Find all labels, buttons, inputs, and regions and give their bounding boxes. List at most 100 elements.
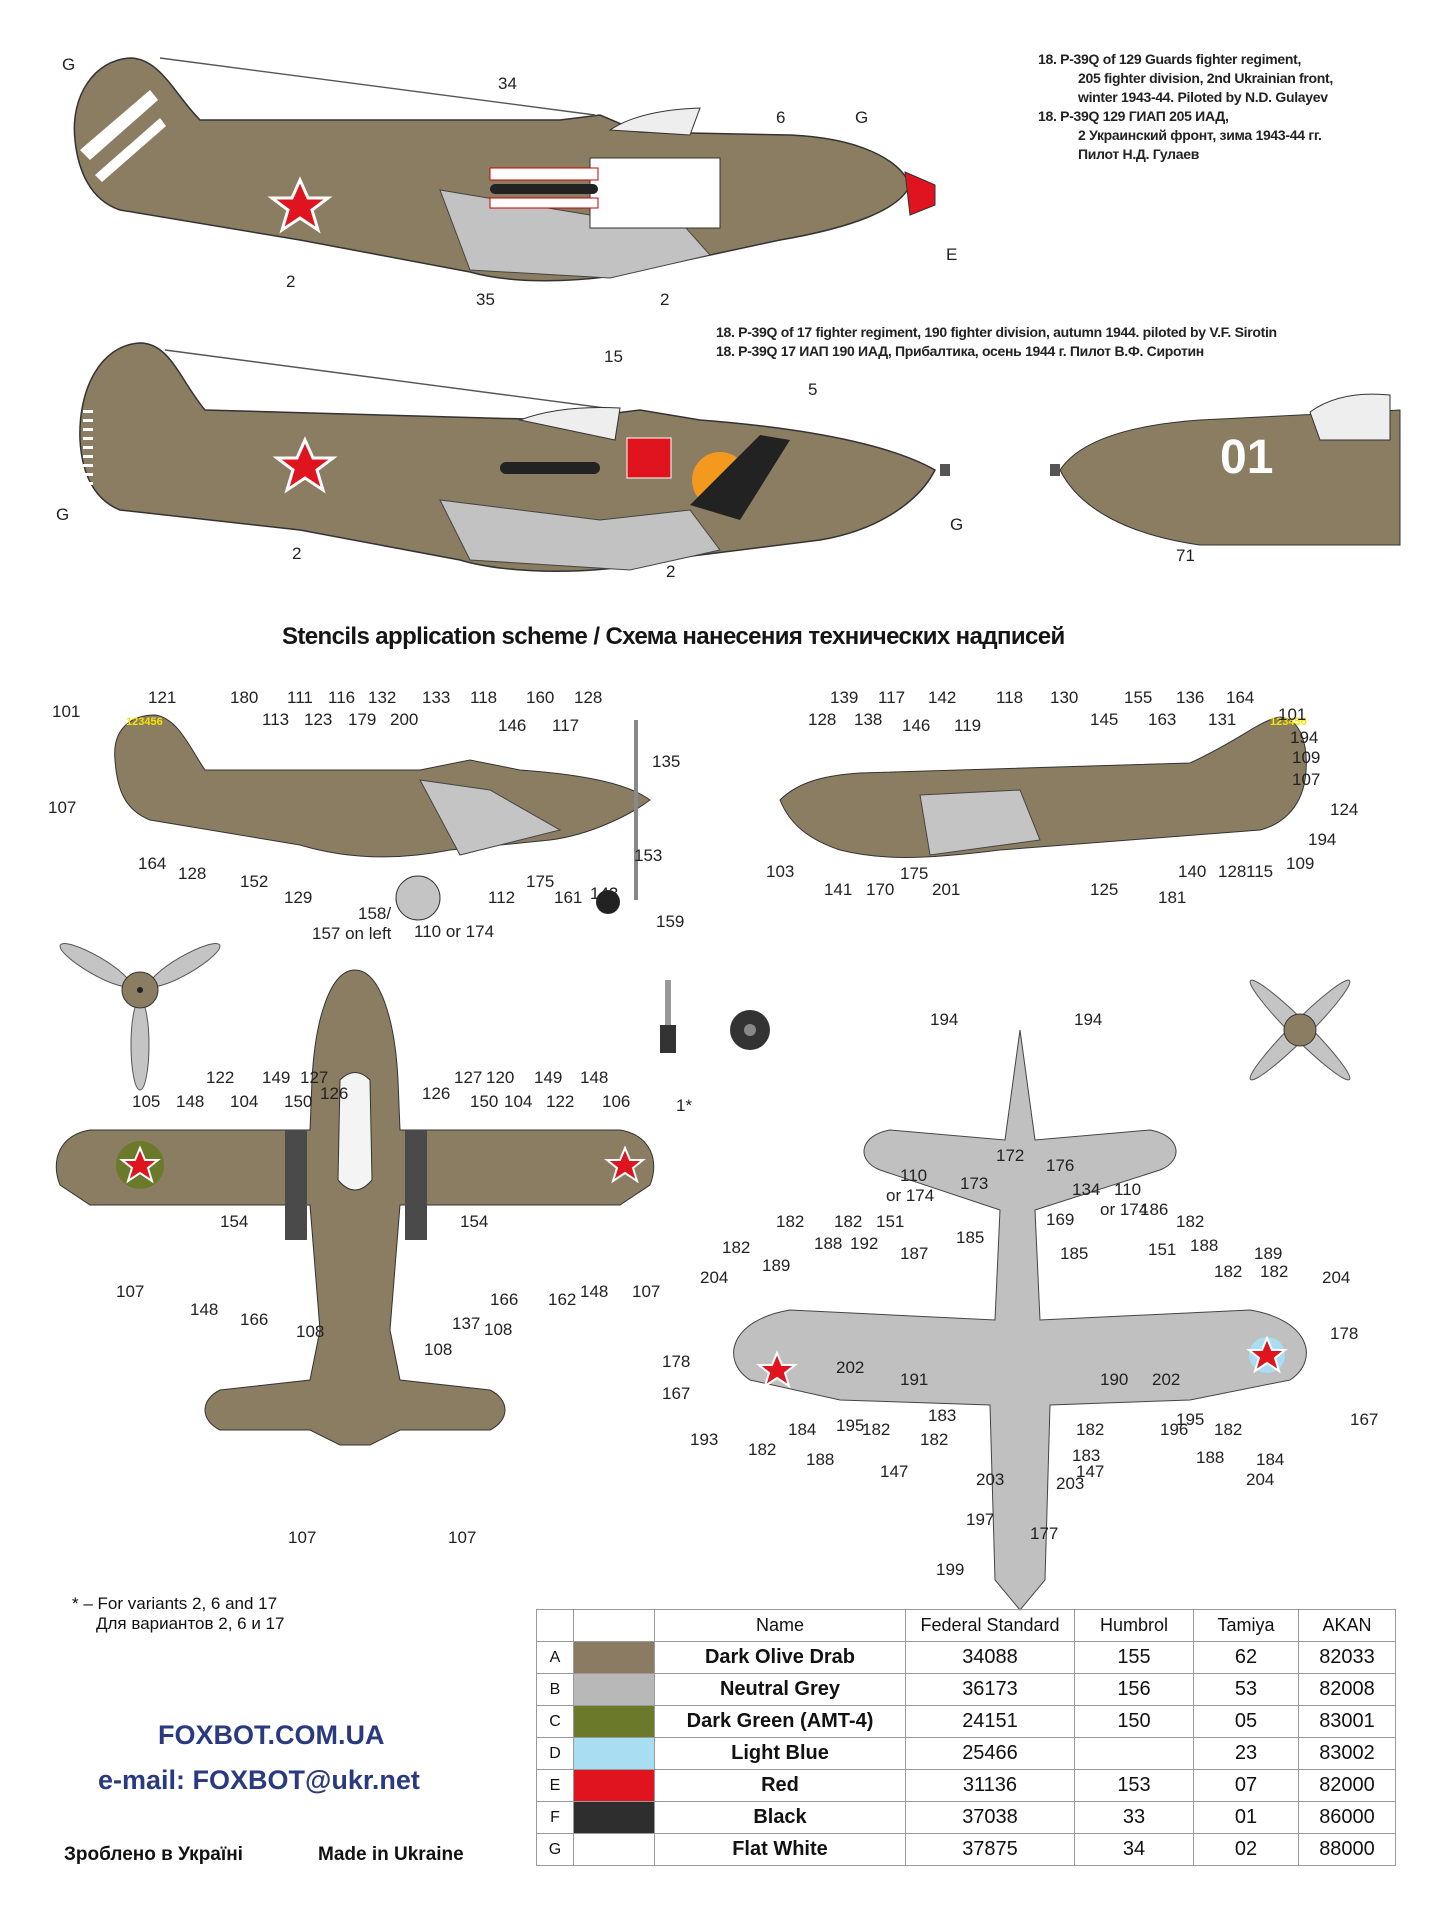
callout-label: 166 — [240, 1310, 269, 1329]
swatch-cell — [573, 1641, 655, 1674]
callout-label: 185 — [1060, 1244, 1089, 1263]
email-link[interactable]: e-mail: FOXBOT@ukr.net — [98, 1765, 420, 1795]
nose-number: 01 — [1220, 431, 1274, 484]
swatch-cell — [573, 1673, 655, 1706]
callout-g: G — [56, 505, 70, 524]
callout-label: 204 — [1322, 1268, 1351, 1287]
made-in-ukraine-en: Made in Ukraine — [318, 1844, 464, 1865]
humbrol-cell: 150 — [1074, 1705, 1194, 1738]
humbrol-cell — [1074, 1737, 1194, 1770]
callout-label: 182 — [1260, 1262, 1289, 1281]
header-fs: Federal Standard — [905, 1609, 1075, 1642]
callout-label: 107 — [1292, 770, 1321, 789]
callout-6: 6 — [776, 108, 786, 127]
callout-g: G — [950, 515, 964, 534]
callout-label: 117 — [878, 688, 906, 707]
callout-label: 154 — [460, 1212, 489, 1231]
callout-2: 2 — [286, 272, 296, 291]
name-cell: Neutral Grey — [654, 1673, 906, 1706]
callout-34: 34 — [498, 74, 517, 93]
callout-label: 193 — [690, 1430, 719, 1449]
callout-2: 2 — [292, 544, 302, 563]
name-cell: Dark Green (AMT-4) — [654, 1705, 906, 1738]
propeller-4-blade — [1249, 979, 1351, 1081]
callout-15: 15 — [604, 347, 623, 366]
callout-label: 164 — [138, 854, 167, 873]
humbrol-cell: 33 — [1074, 1801, 1194, 1834]
callout-label: 147 — [1076, 1462, 1105, 1481]
callout-label: 108 — [424, 1340, 453, 1359]
callout-label: 141 — [824, 880, 853, 899]
callout-label: 128 — [178, 864, 207, 883]
red-star — [267, 176, 333, 234]
callout-label: 108 — [484, 1320, 513, 1339]
callout-label: 169 — [1046, 1210, 1075, 1229]
callout-label: 133 — [422, 688, 451, 707]
tamiya-cell: 23 — [1193, 1737, 1299, 1770]
callout-label: 118 — [996, 688, 1024, 707]
fs-cell: 37875 — [905, 1833, 1075, 1866]
callout-label: 1* — [676, 1096, 693, 1115]
callout-label: 182 — [834, 1212, 863, 1231]
callout-label: 129 — [284, 888, 313, 907]
callout-g: G — [62, 55, 76, 74]
callout-label: or 174 — [886, 1186, 935, 1205]
callout-label: 132 — [368, 688, 397, 707]
callout-label: 113 — [262, 710, 290, 729]
callout-label: 146 — [498, 716, 527, 735]
humbrol-cell: 153 — [1074, 1769, 1194, 1802]
callout-label: 158/ — [358, 904, 392, 923]
callout-label: 196 — [1160, 1420, 1189, 1439]
callout-label: 130 — [1050, 688, 1079, 707]
callout-label: or 174 — [1100, 1200, 1149, 1219]
callout-label: 194 — [1308, 830, 1337, 849]
site-url[interactable]: FOXBOT.COM.UA — [158, 1720, 385, 1750]
callout-label: 108 — [296, 1322, 325, 1341]
humbrol-cell: 155 — [1074, 1641, 1194, 1674]
humbrol-cell: 156 — [1074, 1673, 1194, 1706]
callout-label: 127 — [300, 1068, 329, 1087]
profile-1-aircraft — [73, 57, 936, 282]
callout-label: 164 — [1226, 688, 1255, 707]
callout-label: 177 — [1030, 1524, 1059, 1543]
callout-label: 184 — [1256, 1450, 1285, 1469]
callout-label: 190 — [1100, 1370, 1129, 1389]
tamiya-cell: 07 — [1193, 1769, 1299, 1802]
callout-label: 182 — [1214, 1420, 1243, 1439]
fs-cell: 36173 — [905, 1673, 1075, 1706]
callout-label: 166 — [490, 1290, 519, 1309]
callout-label: 154 — [220, 1212, 249, 1231]
callout-label: 194 — [1074, 1010, 1103, 1029]
callout-label: 194 — [1290, 728, 1319, 747]
callout-label: 107 — [448, 1528, 477, 1547]
callout-label: 115 — [1246, 862, 1274, 881]
callout-label: 151 — [876, 1212, 905, 1231]
callout-label: 128 — [1218, 862, 1247, 881]
callout-label: 150 — [470, 1092, 499, 1111]
callout-label: 153 — [634, 846, 663, 865]
callout-label: 119 — [954, 716, 982, 735]
callout-label: 192 — [850, 1234, 879, 1253]
callout-label: 200 — [390, 710, 419, 729]
callout-label: 203 — [1056, 1474, 1085, 1493]
code-cell: A — [536, 1641, 574, 1674]
callout-35: 35 — [476, 290, 495, 309]
callout-label: 125 — [1090, 880, 1119, 899]
callout-label: 183 — [928, 1406, 957, 1425]
callout-label: 152 — [240, 872, 269, 891]
callout-label: 121 — [148, 688, 177, 707]
callout-label: 155 — [1124, 688, 1153, 707]
header-code — [536, 1609, 574, 1642]
name-cell: Flat White — [654, 1833, 906, 1866]
name-cell: Light Blue — [654, 1737, 906, 1770]
callout-label: 139 — [830, 688, 859, 707]
callout-label: 182 — [722, 1238, 751, 1257]
callout-label: 183 — [1072, 1446, 1101, 1465]
callout-label: 162 — [548, 1290, 577, 1309]
fs-cell: 25466 — [905, 1737, 1075, 1770]
callout-label: 142 — [928, 688, 957, 707]
callout-label: 107 — [288, 1528, 317, 1547]
callout-g: G — [855, 108, 869, 127]
